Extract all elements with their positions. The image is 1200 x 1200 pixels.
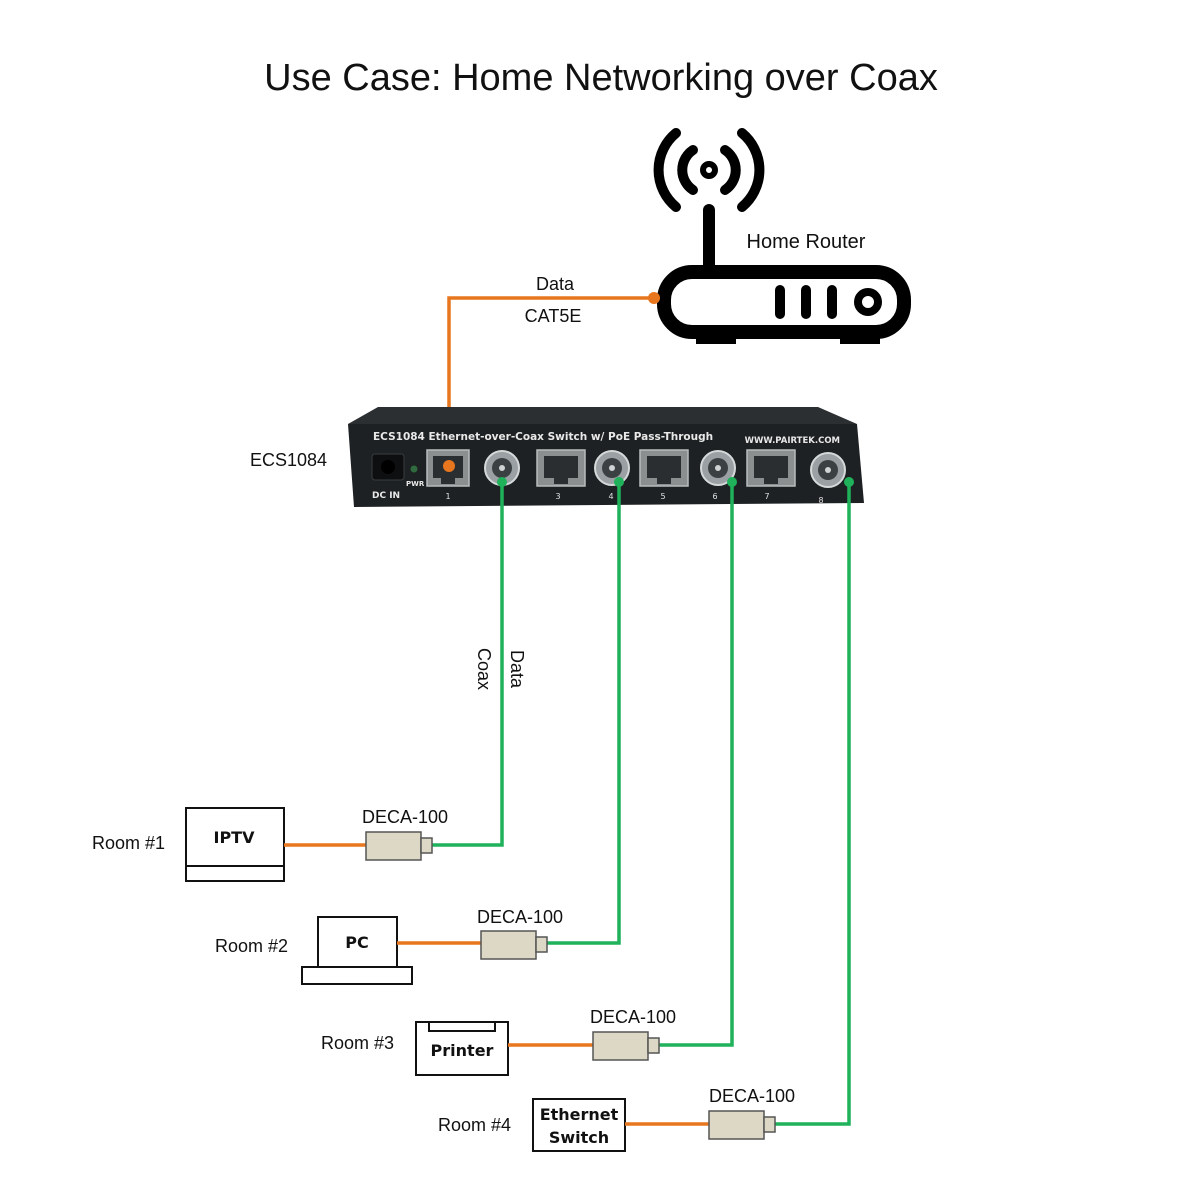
router-foot-right [840, 332, 880, 344]
coax-cable-room-4 [774, 482, 851, 1126]
coax-end-port-2 [497, 477, 507, 487]
adapter-label-4: DECA-100 [709, 1086, 795, 1106]
deca-adapter-4 [708, 1110, 776, 1140]
pwr-led [410, 465, 418, 473]
port-number-3: 3 [555, 492, 560, 501]
dc-in-label: DC IN [372, 491, 400, 501]
switch-top-face [348, 407, 857, 424]
coax-port-6 [700, 450, 736, 486]
room-label-2: Room #2 [215, 936, 288, 956]
cat5e-router-end [648, 292, 660, 304]
rj45-port-5 [639, 449, 689, 487]
uplink-label-data: Data [536, 274, 575, 294]
router-body [657, 265, 911, 339]
pwr-label: PWR [406, 480, 425, 488]
port-number-7: 7 [764, 492, 769, 501]
dc-in-hole [381, 460, 395, 474]
device-label-printer: Printer [431, 1041, 494, 1060]
signal-wave-outer-left [653, 128, 681, 212]
port-number-8: 8 [818, 496, 823, 505]
switch-panel-title: ECS1084 Ethernet-over-Coax Switch w/ PoE… [373, 431, 713, 443]
adapter-label-1: DECA-100 [362, 807, 448, 827]
device-label-switch: Switch [549, 1128, 609, 1147]
port-number-1: 1 [445, 492, 450, 501]
coax-cable-room-2 [546, 482, 621, 945]
device-label-ethernet: Ethernet [540, 1105, 619, 1124]
wifi-router-icon [653, 128, 911, 344]
coax-end-port-6 [727, 477, 737, 487]
port-number-4: 4 [608, 492, 613, 501]
rj45-port-7 [746, 449, 796, 487]
port-number-5: 5 [660, 492, 665, 501]
device-label-iptv: IPTV [214, 828, 256, 847]
coax-label-data: Data [507, 650, 527, 689]
switch-website: WWW.PAIRTEK.COM [745, 436, 840, 446]
coax-port-4 [594, 450, 630, 486]
tv-icon [185, 807, 285, 882]
deca-adapter-2 [480, 930, 548, 960]
adapter-label-3: DECA-100 [590, 1007, 676, 1027]
signal-wave-inner-left [677, 145, 698, 195]
signal-wave-inner-right [720, 145, 741, 195]
room-label-4: Room #4 [438, 1115, 511, 1135]
router-antenna-tip [700, 161, 718, 179]
deca-adapter-3 [592, 1031, 660, 1061]
laptop-icon [301, 916, 413, 985]
coax-port-2 [484, 450, 520, 486]
switch-label: ECS1084 [250, 450, 327, 470]
printer-icon [415, 1021, 509, 1076]
coax-label-coax: Coax [474, 648, 494, 690]
rj45-port-3 [536, 449, 586, 487]
port-number-6: 6 [712, 492, 717, 501]
rj45-port-1 [426, 449, 470, 487]
coax-cable-room-1 [432, 482, 504, 847]
diagram-title: Use Case: Home Networking over Coax [264, 57, 938, 99]
coax-port-8 [810, 452, 846, 488]
signal-wave-outer-right [737, 128, 765, 212]
router-power-button [854, 288, 882, 316]
router-label: Home Router [747, 231, 866, 253]
adapter-label-2: DECA-100 [477, 907, 563, 927]
coax-end-port-4 [614, 477, 624, 487]
ethernet-switch-icon [532, 1098, 626, 1152]
device-label-pc: PC [345, 933, 368, 952]
deca-adapter-1 [365, 831, 433, 861]
coax-end-port-8 [844, 477, 854, 487]
cat5e-switch-end [443, 460, 455, 472]
room-label-3: Room #3 [321, 1033, 394, 1053]
router-foot-left [696, 332, 736, 344]
coax-cable-room-3 [658, 482, 734, 1047]
ecs1084-switch: ECS1084 Ethernet-over-Coax Switch w/ PoE… [348, 407, 864, 507]
room-label-1: Room #1 [92, 833, 165, 853]
uplink-label-cat5e: CAT5E [525, 306, 582, 326]
